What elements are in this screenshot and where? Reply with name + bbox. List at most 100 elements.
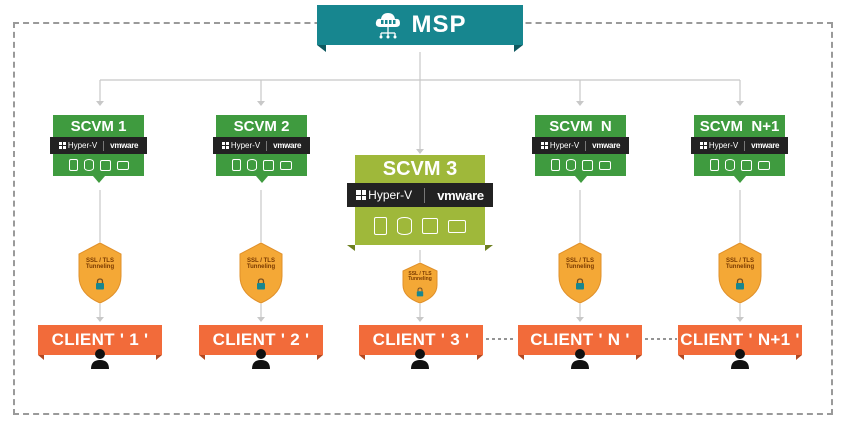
hypervisor-logos: Hyper-V vmware	[691, 137, 788, 154]
tunnel-line2: Tunneling	[565, 264, 595, 271]
shield-icon	[402, 262, 438, 304]
banner-fold	[678, 355, 684, 360]
hypervisor-logos: Hyper-V vmware	[50, 137, 147, 154]
drive-icon	[279, 160, 292, 170]
shield-icon	[558, 242, 602, 304]
scvm-title: SCVM N+1	[694, 115, 785, 137]
scvm-title: SCVM 1	[53, 115, 144, 137]
banner-fold	[156, 355, 162, 360]
user-icon	[571, 349, 589, 369]
database-icon	[83, 159, 94, 171]
user-icon	[252, 349, 270, 369]
vmware-logo: vmware	[437, 187, 484, 203]
resource-icons	[216, 154, 307, 176]
database-icon	[565, 159, 576, 171]
shield-icon	[718, 242, 762, 304]
hyperv-logo: Hyper-V	[540, 141, 580, 150]
card-tail	[256, 176, 268, 183]
hyperv-label: Hyper-V	[67, 141, 98, 150]
card-tail	[575, 176, 587, 183]
user-icon	[411, 349, 429, 369]
tunnel-line2: Tunneling	[725, 264, 755, 271]
shield-icon	[239, 242, 283, 304]
vmware-logo: vmware	[273, 141, 302, 150]
vmware-logo: vmware	[592, 141, 621, 150]
padlock-icon	[416, 287, 424, 297]
hyperv-label: Hyper-V	[230, 141, 261, 150]
tunnel-line2: Tunneling	[408, 276, 432, 283]
storage-icon	[374, 217, 387, 235]
windows-icon	[221, 142, 229, 149]
vmware-logo: vmware	[110, 141, 139, 150]
windows-icon	[58, 142, 66, 149]
storage-icon	[550, 159, 560, 171]
drive-icon	[116, 160, 129, 170]
hyperv-label: Hyper-V	[549, 141, 580, 150]
resource-icons	[694, 154, 785, 176]
resource-icons	[355, 207, 485, 245]
msp-banner: MSP	[317, 5, 523, 45]
tunnel-line1: SSL / TLS	[726, 258, 754, 264]
cpu-icon	[262, 159, 274, 171]
scvm-title: SCVM 3	[355, 155, 485, 183]
card-tail	[734, 176, 746, 183]
resource-icons	[535, 154, 626, 176]
banner-fold	[317, 355, 323, 360]
tunnel-line2: Tunneling	[246, 264, 276, 271]
card-tail	[347, 245, 355, 251]
storage-icon	[709, 159, 719, 171]
hyperv-label: Hyper-V	[708, 141, 739, 150]
banner-fold	[518, 355, 524, 360]
database-icon	[724, 159, 735, 171]
hyperv-logo: Hyper-V	[356, 188, 412, 202]
cloud-network-icon	[376, 13, 401, 39]
banner-fold	[477, 355, 483, 360]
banner-fold	[514, 45, 523, 52]
hyperv-logo: Hyper-V	[221, 141, 261, 150]
windows-icon	[540, 142, 548, 149]
padlock-icon	[96, 278, 104, 290]
database-icon	[397, 217, 412, 235]
banner-fold	[38, 355, 44, 360]
storage-icon	[68, 159, 78, 171]
tunnel-line1: SSL / TLS	[247, 258, 275, 264]
vmware-logo: vmware	[751, 141, 780, 150]
hypervisor-logos: Hyper-V vmware	[347, 183, 493, 207]
hyperv-label: Hyper-V	[368, 188, 413, 202]
cpu-icon	[740, 159, 752, 171]
padlock-icon	[576, 278, 584, 290]
drive-icon	[598, 160, 611, 170]
shield-icon	[78, 242, 122, 304]
drive-icon	[757, 160, 770, 170]
banner-fold	[317, 45, 326, 52]
card-tail	[485, 245, 493, 251]
padlock-icon	[736, 278, 744, 290]
cpu-icon	[99, 159, 111, 171]
database-icon	[246, 159, 257, 171]
banner-fold	[636, 355, 642, 360]
msp-title: MSP	[411, 11, 467, 38]
card-tail	[93, 176, 105, 183]
banner-fold	[359, 355, 365, 360]
hyperv-logo: Hyper-V	[58, 141, 98, 150]
user-icon	[731, 349, 749, 369]
hypervisor-logos: Hyper-V vmware	[532, 137, 629, 154]
tunnel-line1: SSL / TLS	[86, 258, 114, 264]
tunnel-line1: SSL / TLS	[408, 271, 432, 277]
windows-icon	[356, 190, 367, 200]
user-icon	[91, 349, 109, 369]
banner-fold	[199, 355, 205, 360]
hypervisor-logos: Hyper-V vmware	[213, 137, 310, 154]
hyperv-logo: Hyper-V	[699, 141, 739, 150]
storage-icon	[231, 159, 241, 171]
windows-icon	[699, 142, 707, 149]
resource-icons	[53, 154, 144, 176]
tunnel-line1: SSL / TLS	[566, 258, 594, 264]
banner-fold	[796, 355, 802, 360]
